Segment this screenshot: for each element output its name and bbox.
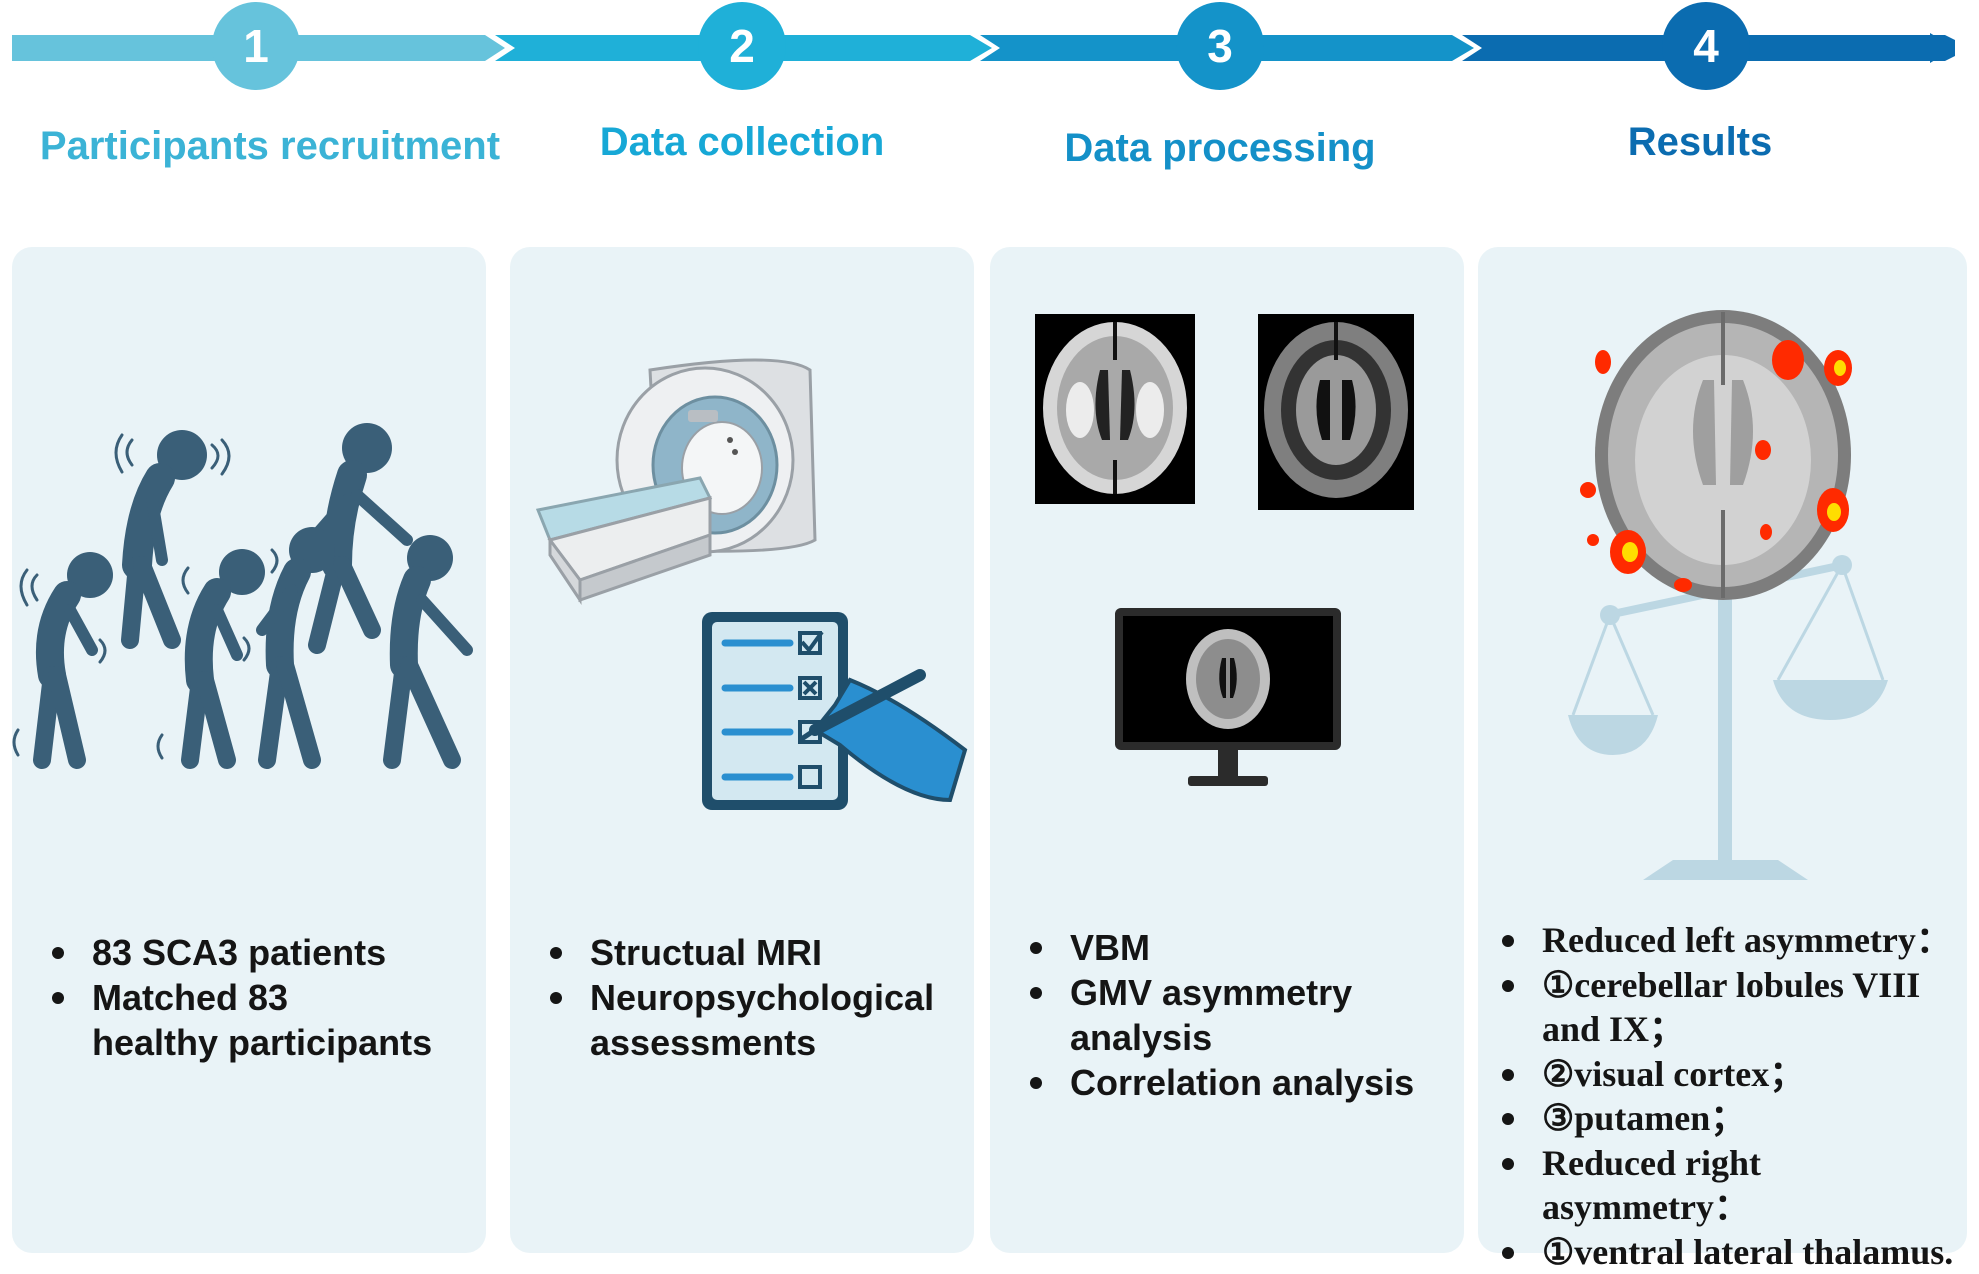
bullet-item: Neuropsychological assessments (542, 975, 972, 1065)
step-title-4: Results (1550, 120, 1850, 165)
brain-slice-gm-icon (1258, 314, 1414, 510)
step-number-3: 3 (1207, 20, 1233, 72)
brain-axial-icon (1580, 310, 1852, 600)
participants-bullets: 83 SCA3 patients Matched 83 healthy part… (44, 930, 484, 1065)
bullet-item: ①cerebellar lobules VIII and IX； (1494, 963, 1976, 1052)
progress-arrow: 1 2 3 4 (0, 0, 1979, 110)
data-collection-bullets: Structual MRI Neuropsychological assessm… (542, 930, 972, 1065)
step-number-2: 2 (729, 20, 755, 72)
bullet-item: ③putamen； (1494, 1096, 1976, 1141)
step-number-4: 4 (1693, 20, 1719, 72)
bullet-item: Matched 83 healthy participants (44, 975, 484, 1065)
checklist-icon (702, 612, 965, 810)
brain-slice-t1-icon (1035, 314, 1195, 504)
brain-balance-scale-icon (1478, 300, 1967, 900)
bullet-item: Structual MRI (542, 930, 972, 975)
mri-scanner-icon (538, 360, 815, 600)
bullet-item: GMV asymmetry analysis (1022, 970, 1462, 1060)
bullet-item: 83 SCA3 patients (44, 930, 484, 975)
bullet-item: ①ventral lateral thalamus. (1494, 1230, 1976, 1274)
bullet-item: VBM (1022, 925, 1462, 970)
results-bullets: Reduced left asymmetry： ①cerebellar lobu… (1494, 918, 1976, 1274)
step-title-3: Data processing (1020, 126, 1420, 171)
bullet-item: Correlation analysis (1022, 1060, 1462, 1105)
walking-patients-icon (12, 400, 486, 780)
step-number-1: 1 (243, 20, 269, 72)
bullet-item: Reduced left asymmetry： (1494, 918, 1976, 963)
data-processing-bullets: VBM GMV asymmetry analysis Correlation a… (1022, 925, 1462, 1105)
step-title-2: Data collection (542, 120, 942, 165)
bullet-item: ②visual cortex； (1494, 1052, 1976, 1097)
bullet-item: Reduced right asymmetry： (1494, 1141, 1976, 1230)
brain-images-and-monitor-icon (990, 300, 1464, 800)
step-title-1: Participants recruitment (30, 124, 510, 169)
mri-scanner-and-checklist-icon (510, 350, 974, 820)
monitor-icon (1115, 608, 1341, 786)
